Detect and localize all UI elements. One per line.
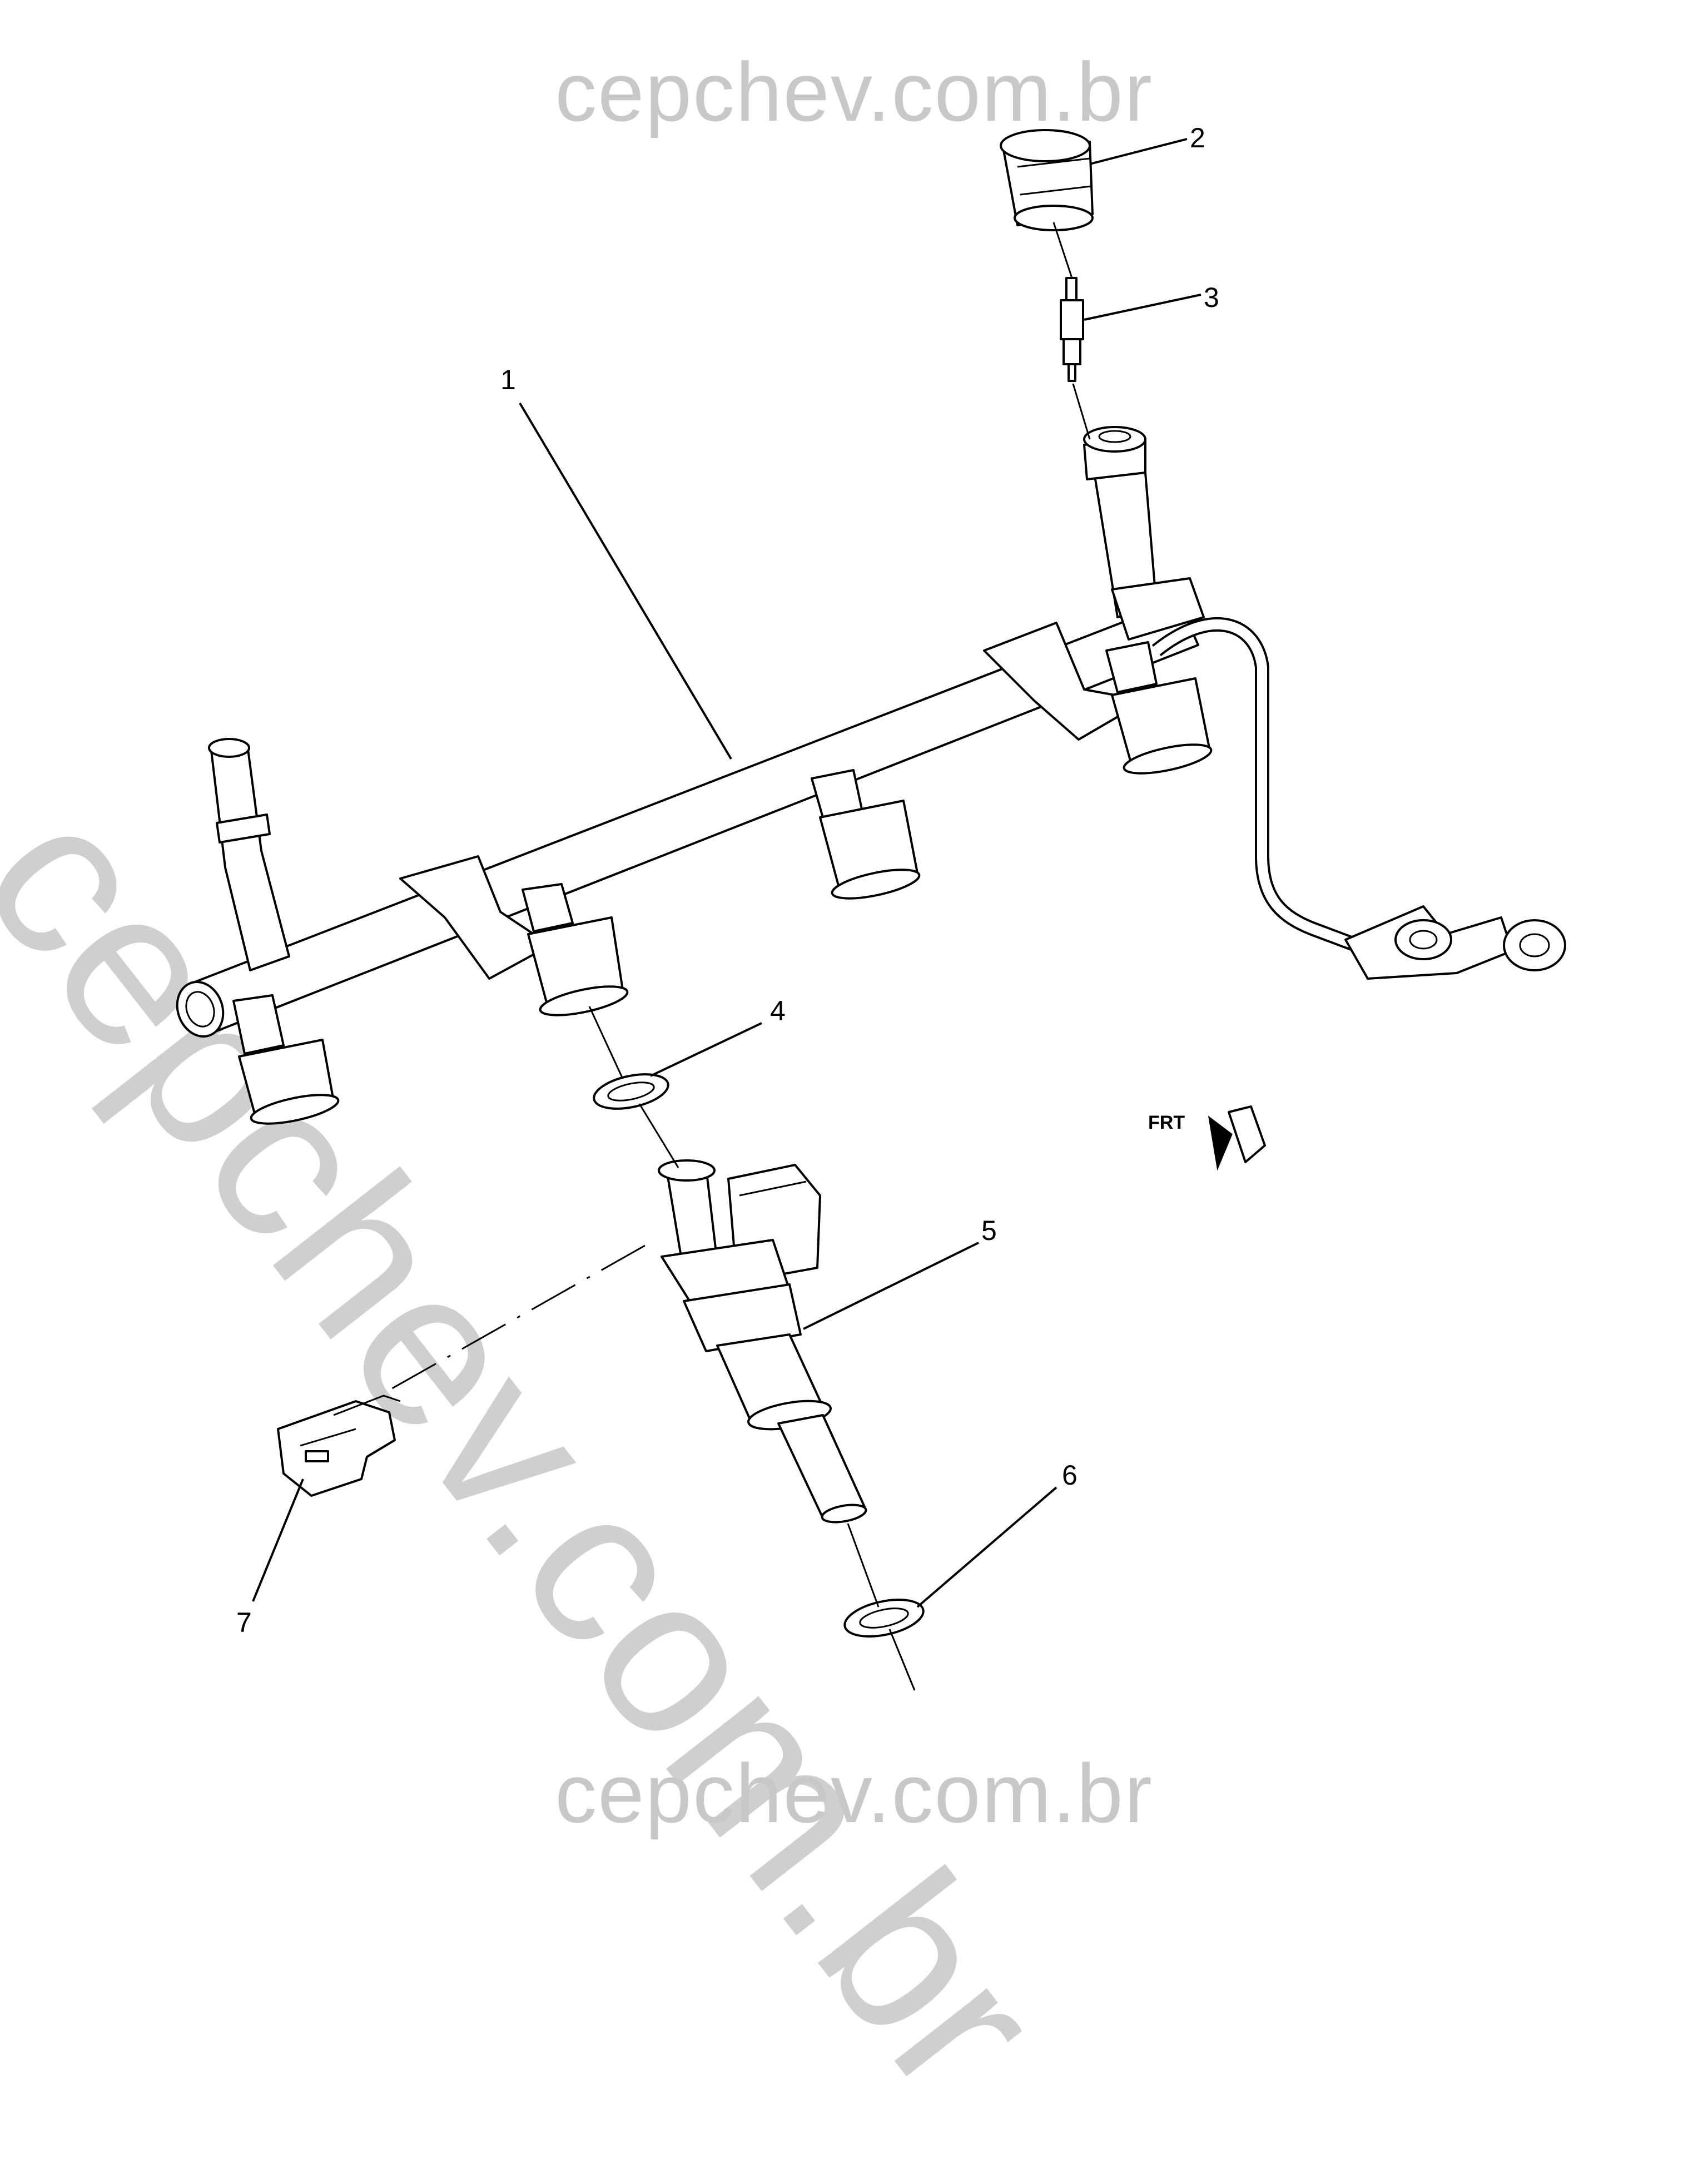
callout-3: 3 [1204, 282, 1219, 313]
valve-core-icon [1060, 277, 1084, 382]
callout-2: 2 [1190, 122, 1205, 153]
callout-4: 4 [770, 995, 786, 1026]
injector-cup-2 [522, 883, 629, 1016]
injector-cup-3 [811, 769, 921, 900]
o-ring-icon [593, 1073, 669, 1110]
exploded-view-drawing: FRT 1 2 3 4 5 6 [176, 122, 1566, 1691]
callout-6: 6 [1062, 1460, 1078, 1491]
forward-arrow-icon [1208, 1115, 1233, 1171]
direction-label: FRT [1148, 1112, 1185, 1133]
injector-cup-4 [1105, 641, 1213, 775]
assembly-lines [389, 222, 1091, 1691]
direction-indicator: FRT [1148, 1105, 1266, 1171]
fuel-rail-icon [176, 426, 1566, 1125]
retainer-clip-icon [277, 1395, 401, 1497]
callout-7: 7 [236, 1607, 252, 1638]
injector-cup-1 [232, 994, 340, 1125]
cap-icon [1000, 129, 1094, 231]
callout-5: 5 [981, 1215, 997, 1246]
watermark-top: cepchev.com.br [555, 45, 1153, 138]
fuel-injector-icon [658, 1159, 867, 1524]
callout-1: 1 [500, 364, 516, 395]
leader-lines [252, 138, 1201, 1608]
o-ring-icon [843, 1599, 925, 1638]
callout-labels: 1 2 3 4 5 6 7 [236, 122, 1219, 1638]
watermark-bottom: cepchev.com.br [555, 1747, 1153, 1840]
diagram-canvas: cepchev.com.br cepchev.com.br cepchev.co… [0, 45, 1566, 2136]
